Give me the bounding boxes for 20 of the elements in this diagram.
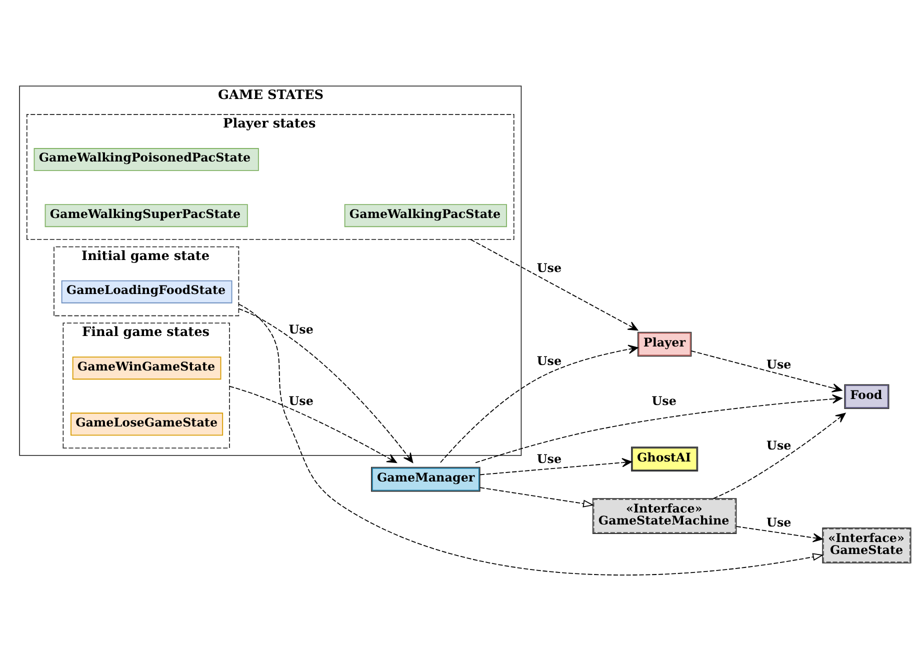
edge-label: Use bbox=[288, 322, 314, 337]
arrow bbox=[690, 350, 842, 392]
edge-label: Use bbox=[766, 438, 792, 452]
arrow bbox=[470, 239, 638, 331]
arrow bbox=[238, 304, 824, 576]
edge-label: Use bbox=[536, 354, 562, 368]
arrow bbox=[480, 487, 594, 508]
edge-label: Use bbox=[766, 516, 792, 530]
edge-label: Use bbox=[536, 452, 562, 466]
arrow bbox=[229, 386, 397, 464]
edge-label: Use bbox=[652, 394, 676, 408]
arrow bbox=[475, 394, 842, 464]
arrow bbox=[712, 412, 846, 499]
edge-label: Use bbox=[536, 261, 562, 275]
arrow bbox=[736, 526, 823, 542]
arrow bbox=[440, 344, 638, 463]
arrow bbox=[238, 308, 414, 463]
edge-label: Use bbox=[288, 394, 314, 408]
edge-label: Use bbox=[766, 357, 792, 372]
arrow bbox=[480, 458, 632, 476]
